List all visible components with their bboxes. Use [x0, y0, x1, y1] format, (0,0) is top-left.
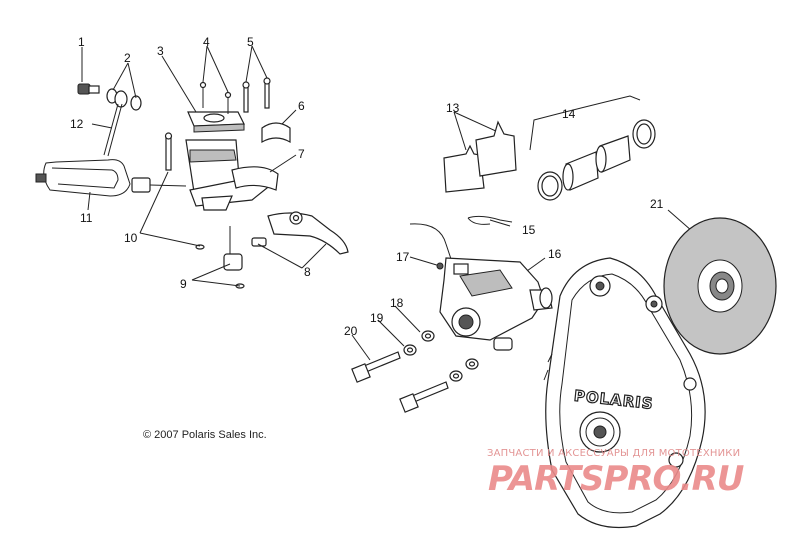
master-cylinder-body [185, 139, 279, 211]
callout-17: 17 [396, 250, 410, 264]
part-1-banjo-bolt [77, 83, 100, 95]
callout-6: 6 [298, 99, 305, 113]
part-8-brake-lever [223, 211, 349, 289]
callout-19: 19 [370, 311, 384, 325]
callout-16: 16 [548, 247, 562, 261]
part-6-clamp-half [261, 122, 291, 144]
master-cylinder-assembly [35, 77, 349, 289]
callout-5: 5 [247, 35, 254, 49]
part-5-clamp-screws [242, 77, 271, 113]
part-11-brake-switch-harness [35, 159, 187, 197]
brake-disc-part-21 [663, 217, 777, 355]
callout-21: 21 [650, 197, 664, 211]
callout-14: 14 [562, 107, 576, 121]
callout-3: 3 [157, 44, 164, 58]
caliper-bolts-part-20 [351, 351, 449, 413]
chaincase-cover [543, 257, 706, 529]
part-10-pivot-pin [164, 132, 205, 250]
watermark: ЗАПЧАСТИ И АКСЕССУАРЫ ДЛЯ МОТОТЕХНИКИ PA… [487, 448, 745, 499]
callout-20: 20 [344, 324, 358, 338]
part-3-reservoir-cap [187, 111, 245, 133]
leader-lines [81, 45, 701, 361]
part-2-washers [106, 88, 142, 111]
callout-2: 2 [124, 51, 131, 65]
watermark-brand: PARTSPRO.RU [488, 459, 744, 499]
brake-pads-part-13 [443, 120, 517, 193]
callout-9: 9 [180, 277, 187, 291]
copyright-notice: © 2007 Polaris Sales Inc. [143, 429, 267, 441]
callout-12: 12 [70, 117, 84, 131]
caliper-washers-parts-18-19 [403, 330, 479, 382]
callout-13: 13 [446, 101, 460, 115]
pistons-part-14 [537, 119, 656, 201]
callout-4: 4 [203, 35, 210, 49]
callout-labels: 1 2 3 4 5 6 7 8 9 10 11 12 13 14 15 16 1… [70, 35, 664, 338]
caliper-part-16 [409, 223, 553, 351]
callout-18: 18 [390, 296, 404, 310]
callout-1: 1 [78, 35, 85, 49]
callout-8: 8 [304, 265, 311, 279]
clip-part-15 [467, 215, 513, 225]
part-12-brake-line [103, 103, 123, 157]
part-4-cap-screws [199, 81, 232, 114]
callout-10: 10 [124, 231, 138, 245]
callout-11: 11 [80, 211, 93, 225]
callout-7: 7 [298, 147, 305, 161]
watermark-tagline: ЗАПЧАСТИ И АКСЕССУАРЫ ДЛЯ МОТОТЕХНИКИ [487, 448, 740, 459]
callout-15: 15 [522, 223, 536, 237]
